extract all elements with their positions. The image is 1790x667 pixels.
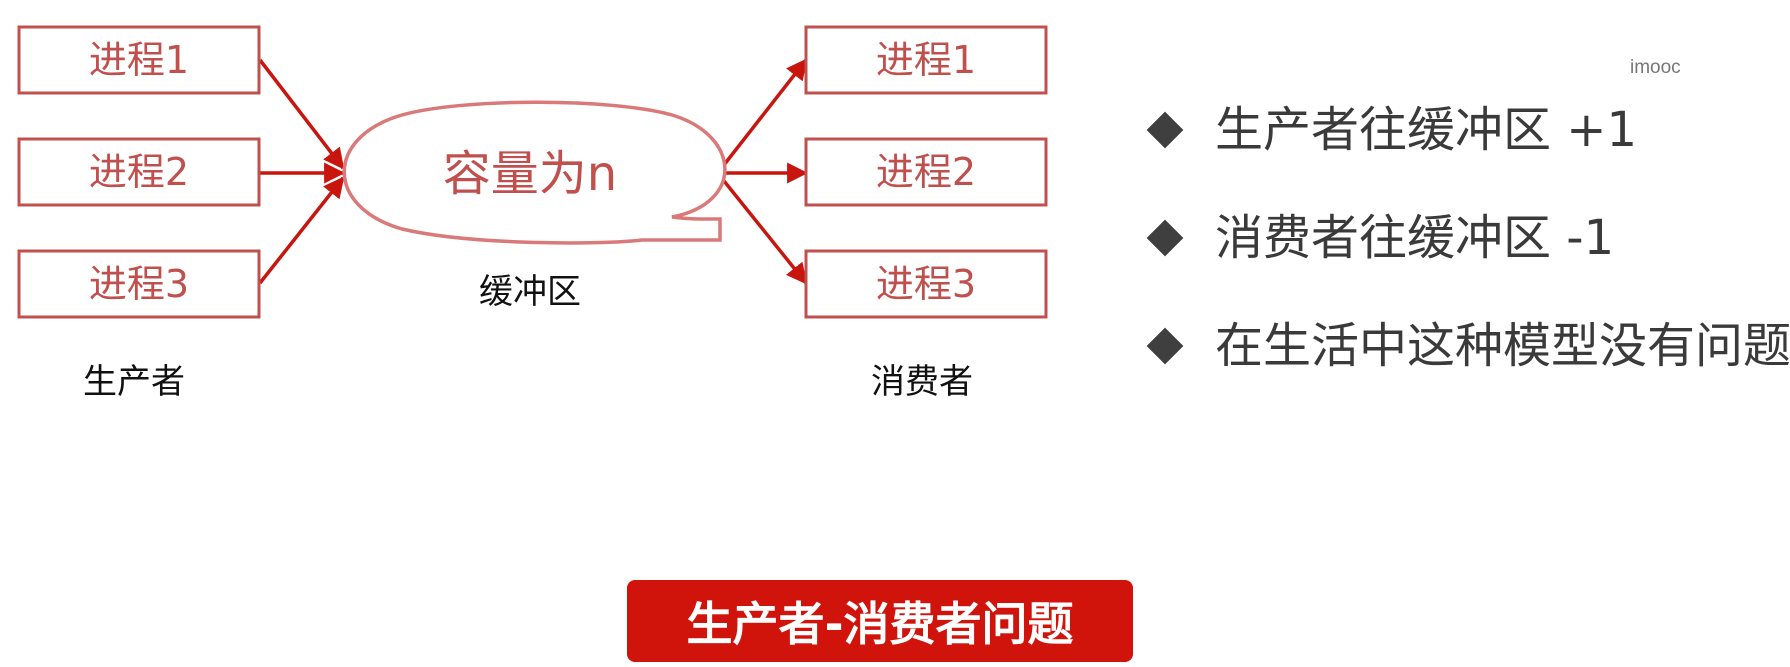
bullet-item: 在生活中这种模型没有问题 (1145, 314, 1790, 422)
bullet-text: 消费者往缓冲区 -1 (1215, 210, 1615, 266)
producer-arrows (258, 58, 346, 285)
consumer-arrow-3 (718, 174, 808, 285)
bullet-text: 在生活中这种模型没有问题 (1215, 318, 1790, 374)
producer-process-label: 进程3 (89, 262, 189, 306)
consumer-group: 进程1 进程2 进程3 消费者 (804, 25, 1048, 402)
diamond-icon (1145, 326, 1185, 366)
diamond-icon (1145, 110, 1185, 150)
watermark-logo: imooc (1630, 57, 1681, 78)
producer-process-1: 进程1 (17, 25, 261, 95)
consumer-process-label: 进程1 (876, 38, 976, 82)
diamond-icon (1145, 218, 1185, 258)
page-title: 生产者-消费者问题 (686, 597, 1074, 651)
producer-process-3: 进程3 (17, 249, 261, 319)
producer-arrow-1 (258, 58, 345, 170)
buffer-label: 缓冲区 (479, 272, 581, 312)
consumer-process-2: 进程2 (804, 137, 1048, 207)
buffer: 容量为n 缓冲区 (342, 100, 727, 312)
bullet-item: 生产者往缓冲区 +1 (1145, 98, 1790, 206)
consumer-arrows (718, 58, 809, 285)
producer-group: 进程1 进程2 进程3 生产者 (17, 25, 261, 402)
buffer-capacity-label: 容量为n (443, 146, 617, 202)
bullet-list: 生产者往缓冲区 +1 消费者往缓冲区 -1 在生活中这种模型没有问题 (1145, 98, 1790, 422)
buffer-callout-shape (342, 100, 727, 245)
bullet-item: 消费者往缓冲区 -1 (1145, 206, 1790, 314)
consumer-process-label: 进程2 (876, 150, 976, 194)
producer-process-label: 进程1 (89, 38, 189, 82)
consumer-process-1: 进程1 (804, 25, 1048, 95)
consumer-label: 消费者 (871, 362, 973, 402)
producer-process-2: 进程2 (17, 137, 261, 207)
consumer-process-3: 进程3 (804, 249, 1048, 319)
bullet-text: 生产者往缓冲区 +1 (1215, 102, 1638, 158)
producer-arrow-3 (258, 176, 345, 285)
producer-process-label: 进程2 (89, 150, 189, 194)
producer-label: 生产者 (83, 362, 185, 402)
title-banner: 生产者-消费者问题 (627, 580, 1133, 662)
consumer-process-label: 进程3 (876, 262, 976, 306)
consumer-arrow-1 (718, 58, 808, 172)
